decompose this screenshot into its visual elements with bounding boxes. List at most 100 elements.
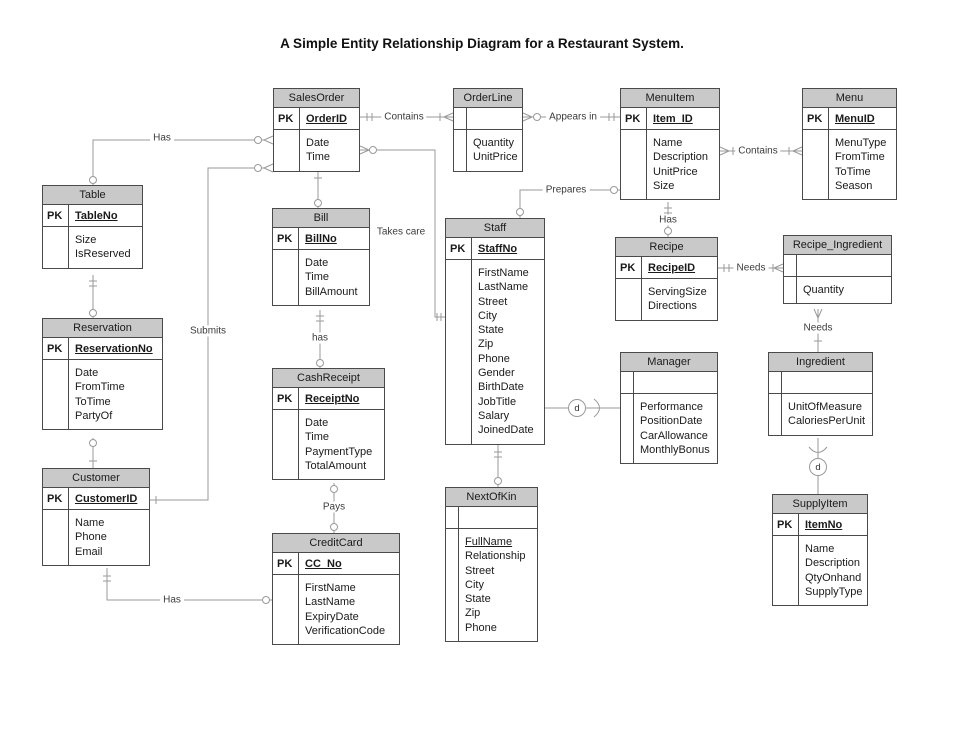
pk-field: BillNo	[305, 232, 337, 245]
attr-gutter	[621, 394, 634, 464]
circle-markers	[89, 113, 672, 604]
attribute: ServingSize	[648, 286, 707, 298]
pk-badge	[454, 108, 467, 129]
pk-field: Item_ID	[653, 112, 693, 125]
attribute: JobTitle	[478, 395, 517, 408]
entity-title: CashReceipt	[273, 369, 384, 388]
attribute: Performance	[640, 401, 703, 413]
attribute: Salary	[478, 409, 510, 422]
relationship-label-prepares: Prepares	[542, 184, 590, 196]
attribute: UnitOfMeasure	[788, 401, 862, 413]
attr-gutter	[621, 130, 647, 200]
entity-title: NextOfKin	[446, 488, 537, 507]
relationship-label-pays: Pays	[319, 501, 349, 513]
attribute: Email	[75, 545, 103, 558]
attribute: SupplyType	[805, 585, 863, 598]
entity-title: Reservation	[43, 319, 162, 338]
pk-field	[459, 515, 467, 521]
disjoint-subtype-icon: d	[809, 458, 827, 476]
attr-gutter	[803, 130, 829, 200]
attr-gutter	[446, 260, 472, 444]
pk-badge: PK	[773, 514, 799, 535]
relationship-label-contains: Contains	[381, 111, 427, 123]
attribute: Gender	[478, 367, 515, 380]
pk-field	[782, 380, 790, 386]
attribute: Name	[805, 543, 835, 555]
attribute: PositionDate	[640, 415, 703, 428]
entity-title: SupplyItem	[773, 495, 867, 514]
pk-field: TableNo	[75, 209, 118, 222]
attribute: Description	[805, 557, 861, 570]
attribute: FromTime	[75, 381, 125, 394]
attribute: Date	[305, 417, 329, 429]
attribute: Name	[75, 517, 105, 529]
attribute: Date	[305, 257, 329, 269]
pk-row	[769, 372, 872, 394]
attr-gutter	[773, 536, 799, 606]
attribute: Quantity	[803, 284, 844, 296]
pk-badge	[446, 507, 459, 528]
entity-title: CreditCard	[273, 534, 399, 553]
attr-gutter	[784, 277, 797, 304]
attribute: ExpiryDate	[305, 610, 359, 623]
attribute: BillAmount	[305, 285, 358, 298]
relationship-label-has: Has	[150, 132, 174, 144]
attribute: Time	[306, 151, 331, 164]
attribute: UnitPrice	[653, 165, 698, 178]
attribute: Phone	[465, 621, 497, 634]
entity-title: SalesOrder	[274, 89, 359, 108]
attribute: BirthDate	[478, 381, 524, 394]
attr-gutter	[616, 279, 642, 320]
pk-badge: PK	[274, 108, 300, 129]
attribute: CarAllowance	[640, 429, 708, 442]
attr-gutter	[273, 575, 299, 645]
attribute: Date	[306, 137, 330, 149]
pk-row	[621, 372, 717, 394]
disjoint-subtype-icon: d	[568, 399, 586, 417]
pk-row	[784, 255, 891, 277]
attribute: City	[478, 309, 497, 322]
attribute: Name	[653, 137, 683, 149]
entity-title: Recipe_Ingredient	[784, 236, 891, 255]
attribute: PartyOf	[75, 409, 113, 422]
attribute: IsReserved	[75, 248, 131, 261]
relationship-label-appears-in: Appears in	[546, 111, 600, 123]
relationship-label-has: Has	[160, 594, 184, 606]
pk-field: ReservationNo	[75, 342, 153, 355]
attribute: PaymentType	[305, 445, 373, 458]
pk-field: RecipeID	[648, 261, 696, 274]
entity-title: MenuItem	[621, 89, 719, 108]
pk-field: OrderID	[306, 112, 347, 125]
attribute: State	[465, 593, 491, 606]
entity-title: OrderLine	[454, 89, 522, 108]
pk-badge: PK	[273, 553, 299, 574]
attribute: Zip	[465, 607, 481, 620]
attribute: MonthlyBonus	[640, 443, 710, 456]
entity-title: Customer	[43, 469, 149, 488]
relationship-label-contains: Contains	[735, 145, 781, 157]
attr-gutter	[454, 130, 467, 171]
attribute: QtyOnhand	[805, 571, 862, 584]
attribute: Time	[305, 271, 330, 284]
attr-list: Quantity	[797, 277, 846, 303]
pk-row	[446, 507, 537, 529]
